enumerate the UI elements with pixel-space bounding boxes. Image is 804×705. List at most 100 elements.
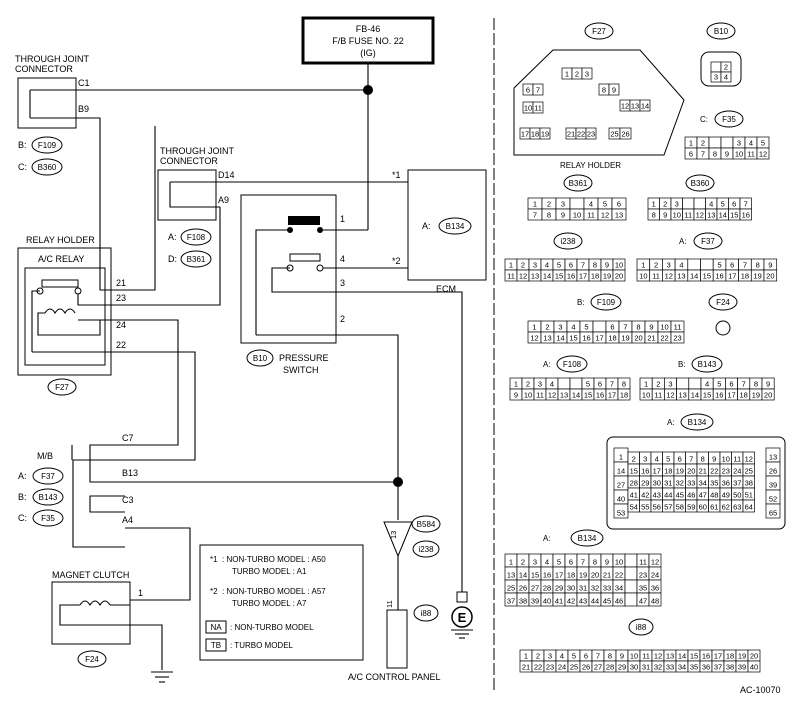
pin-number: 32 bbox=[654, 663, 662, 672]
rp-b-b143-prefix: B: bbox=[678, 360, 686, 369]
pin-number: 9 bbox=[561, 211, 565, 220]
pin-number: 34 bbox=[615, 584, 623, 593]
pin-number: 3 bbox=[668, 380, 672, 389]
pin-number: 2 bbox=[547, 200, 551, 209]
pin-number: 1 bbox=[565, 70, 569, 79]
pin-number: 7 bbox=[581, 558, 585, 567]
pin-number: 29 bbox=[555, 584, 563, 593]
pin-number: 10 bbox=[573, 211, 581, 220]
pin-number: 32 bbox=[676, 479, 684, 488]
pin-number: 18 bbox=[740, 391, 748, 400]
rp-b134b: B134 bbox=[578, 534, 597, 543]
fuse-box: FB-46 F/B FUSE NO. 22 (IG) bbox=[301, 16, 435, 65]
pin-cell bbox=[739, 208, 752, 221]
pin-number: 11 bbox=[674, 323, 682, 332]
pin-number: 39 bbox=[769, 481, 777, 490]
b134-connector-outline bbox=[606, 436, 786, 530]
rp-f24: F24 bbox=[716, 298, 730, 307]
pin-number: 1 bbox=[524, 652, 528, 661]
pin-number: 1 bbox=[514, 380, 518, 389]
pin-number: 4 bbox=[709, 200, 713, 209]
tjc-top-title-1: THROUGH JOINT bbox=[15, 54, 89, 64]
pin-cell bbox=[747, 660, 761, 673]
pin-number: 10 bbox=[630, 652, 638, 661]
pin-number: 3 bbox=[538, 380, 542, 389]
pin-number: 15 bbox=[630, 467, 638, 476]
pin-number: 18 bbox=[726, 652, 734, 661]
rp-relay-holder: RELAY HOLDER bbox=[560, 161, 621, 170]
pin-number: 11 bbox=[642, 652, 650, 661]
pin-number: 13 bbox=[543, 334, 551, 343]
main-fuse-box: M/B A: F37 B: B143 C: F35 C7 B13 C3 A4 bbox=[18, 433, 138, 527]
ac-relay-title: A/C RELAY bbox=[38, 254, 84, 264]
pin-number: 10 bbox=[642, 391, 650, 400]
pin-number: 5 bbox=[666, 455, 670, 464]
pin-number: 13 bbox=[560, 391, 568, 400]
ps-pin-4: 4 bbox=[340, 254, 345, 264]
pin-23: 23 bbox=[116, 293, 126, 303]
pin-number: 8 bbox=[701, 455, 705, 464]
pin-cell bbox=[624, 592, 638, 607]
pin-number: 34 bbox=[699, 479, 707, 488]
pin-number: 8 bbox=[636, 323, 640, 332]
pin-number: 62 bbox=[722, 503, 730, 512]
pin-number: 58 bbox=[676, 503, 684, 512]
pin-number: 31 bbox=[664, 479, 672, 488]
pin-number: 13 bbox=[679, 391, 687, 400]
pin-number: 22 bbox=[534, 663, 542, 672]
pin-number: 12 bbox=[654, 652, 662, 661]
rp-a-f37-prefix: A: bbox=[679, 237, 687, 246]
pin-number: 7 bbox=[581, 261, 585, 270]
conn-f108: F108 bbox=[187, 233, 206, 242]
pin-number: 36 bbox=[722, 479, 730, 488]
pin-number: 8 bbox=[713, 150, 717, 159]
pin-number: 3 bbox=[548, 652, 552, 661]
pin-number: 18 bbox=[620, 391, 628, 400]
pin-cell bbox=[639, 99, 651, 112]
pin-number: 14 bbox=[691, 391, 699, 400]
pin-number: 17 bbox=[714, 652, 722, 661]
ac-panel-name: A/C CONTROL PANEL bbox=[348, 672, 441, 682]
pin-number: 44 bbox=[591, 597, 599, 606]
relay-holder-title: RELAY HOLDER bbox=[26, 235, 95, 245]
pin-number: 5 bbox=[721, 200, 725, 209]
pin-number: 37 bbox=[507, 597, 515, 606]
pin-number: 7 bbox=[743, 261, 747, 270]
pin-number: 11 bbox=[733, 455, 741, 464]
pin-cell bbox=[612, 269, 626, 282]
pin-number: 52 bbox=[769, 495, 777, 504]
pin-number: 5 bbox=[717, 261, 721, 270]
pin-number: 41 bbox=[630, 491, 638, 500]
pin-number: 21 bbox=[647, 334, 655, 343]
ecm: A: B134 ECM *1 *2 bbox=[392, 169, 487, 294]
pin-number: 10 bbox=[615, 261, 623, 270]
pin-number: 4 bbox=[705, 380, 709, 389]
pin-number: 12 bbox=[696, 211, 704, 220]
pin-number: 16 bbox=[715, 391, 723, 400]
pin-cell bbox=[557, 377, 571, 390]
rp-b134: B134 bbox=[688, 418, 707, 427]
pin-cell bbox=[608, 83, 620, 96]
conn-f37: F37 bbox=[41, 472, 55, 481]
pin-number: 46 bbox=[687, 491, 695, 500]
pin-number: 11 bbox=[652, 272, 660, 281]
pin-number: 20 bbox=[591, 571, 599, 580]
pin-number: 6 bbox=[617, 200, 621, 209]
pin-number: 9 bbox=[612, 86, 616, 95]
pin-number: 2 bbox=[536, 652, 540, 661]
pin-number: 26 bbox=[621, 130, 629, 139]
conn-b10: B10 bbox=[253, 354, 268, 363]
conn-b360: B360 bbox=[38, 163, 57, 172]
pin-number: 7 bbox=[533, 211, 537, 220]
pin-number: 4 bbox=[571, 323, 575, 332]
pin-cell bbox=[720, 71, 732, 83]
pin-number: 14 bbox=[690, 272, 698, 281]
pin-number: 11 bbox=[507, 272, 515, 281]
pin-number: 1 bbox=[652, 200, 656, 209]
pin-number: 9 bbox=[605, 558, 609, 567]
pin-number: 63 bbox=[733, 503, 741, 512]
pin-number: 8 bbox=[754, 380, 758, 389]
